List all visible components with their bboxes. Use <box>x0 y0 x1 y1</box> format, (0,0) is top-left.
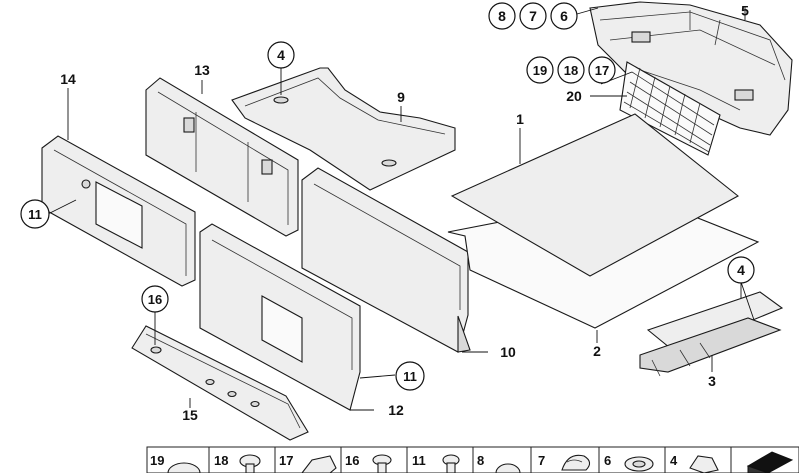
svg-text:17: 17 <box>595 63 609 78</box>
svg-text:16: 16 <box>148 292 162 307</box>
part-12-partition-with-cutout <box>199 223 361 411</box>
callout-18-circle: 18 <box>557 56 585 84</box>
part-10-partition-panel <box>301 167 471 353</box>
legend-label-18: 18 <box>214 453 228 468</box>
callout-15: 15 <box>182 407 198 423</box>
callout-20: 20 <box>566 88 582 104</box>
legend-label-17: 17 <box>279 453 293 468</box>
foam-block-icon <box>746 451 794 473</box>
svg-text:8: 8 <box>498 8 506 24</box>
leader-lines <box>47 6 755 411</box>
svg-text:18: 18 <box>564 63 578 78</box>
part-9-trunk-floor-trim <box>231 67 456 191</box>
fastener-legend: 19 18 17 16 11 8 7 <box>146 446 799 473</box>
part-15-sill-trim <box>131 325 309 441</box>
callout-13: 13 <box>194 62 210 78</box>
legend-label-11: 11 <box>412 453 426 468</box>
legend-label-8: 8 <box>477 453 484 468</box>
legend-label-4: 4 <box>670 453 678 468</box>
oval-grommet-icon <box>624 456 654 472</box>
round-clip-icon <box>167 462 201 473</box>
callout-14: 14 <box>60 71 76 87</box>
spring-nut-icon <box>561 454 591 471</box>
part-3-trim-strip <box>639 291 784 377</box>
svg-text:11: 11 <box>403 369 417 384</box>
callout-19-circle: 19 <box>526 56 554 84</box>
part-13-side-trim-panel <box>145 77 299 237</box>
callout-5: 5 <box>741 2 749 18</box>
grommet-icon <box>495 463 521 473</box>
callout-8-circle: 8 <box>488 2 516 30</box>
svg-text:11: 11 <box>28 207 42 222</box>
callout-6-circle: 6 <box>550 2 578 30</box>
callout-17-circle: 17 <box>588 56 616 84</box>
flat-clip-icon <box>301 455 337 473</box>
part-20-luggage-net <box>619 61 721 156</box>
callout-7-circle: 7 <box>519 2 547 30</box>
legend-label-16: 16 <box>345 453 359 468</box>
expanding-rivet-icon <box>442 454 460 473</box>
svg-text:7: 7 <box>529 8 537 24</box>
callout-11-circle-center: 11 <box>395 361 425 391</box>
svg-text:4: 4 <box>277 47 285 63</box>
svg-text:6: 6 <box>560 8 568 24</box>
callout-1: 1 <box>516 111 524 127</box>
callout-10: 10 <box>500 344 516 360</box>
push-rivet-icon <box>372 454 392 473</box>
callout-12: 12 <box>388 402 404 418</box>
plug-icon <box>689 455 719 473</box>
callout-2: 2 <box>593 343 601 359</box>
mushroom-rivet-icon <box>239 454 261 473</box>
legend-label-7: 7 <box>538 453 545 468</box>
legend-label-6: 6 <box>604 453 611 468</box>
callout-4-circle-top: 4 <box>267 41 295 69</box>
svg-text:4: 4 <box>737 262 745 278</box>
callout-4-circle-right: 4 <box>727 256 755 284</box>
callout-9: 9 <box>397 89 405 105</box>
svg-text:19: 19 <box>533 63 547 78</box>
callout-16-circle: 16 <box>141 285 169 313</box>
callout-3: 3 <box>708 373 716 389</box>
legend-cell-11 <box>406 446 474 473</box>
legend-label-19: 19 <box>150 453 164 468</box>
callout-11-circle-left: 11 <box>20 199 50 229</box>
part-1-floor-mat-upper <box>450 113 739 277</box>
